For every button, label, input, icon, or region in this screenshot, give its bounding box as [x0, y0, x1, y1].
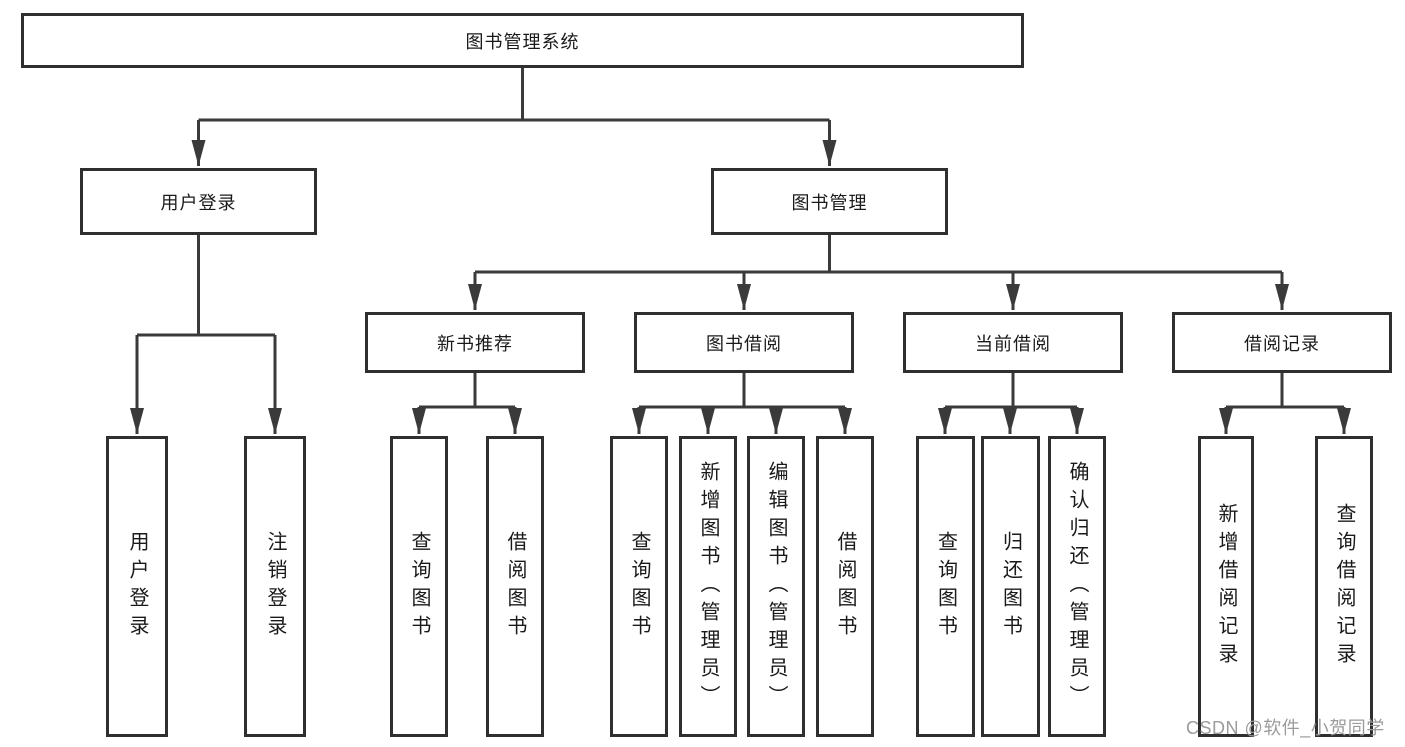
leaf-current-return-books: 归还图书: [981, 436, 1040, 737]
node-book-management: 图书管理: [711, 168, 948, 235]
node-root: 图书管理系统: [21, 13, 1024, 68]
leaf-newbooks-query-books: 查询图书: [390, 436, 448, 737]
leaf-label: 确认归还（管理员）: [1066, 460, 1088, 713]
node-new-book-recommend: 新书推荐: [365, 312, 585, 373]
leaf-borrow-edit-books-admin: 编辑图书（管理员）: [747, 436, 805, 737]
leaf-label: 查询借阅记录: [1333, 502, 1355, 671]
csdn-watermark: CSDN @软件_小贺同学: [1186, 718, 1385, 738]
leaf-label: 用户登录: [126, 530, 148, 643]
leaf-current-confirm-return-admin: 确认归还（管理员）: [1048, 436, 1106, 737]
leaf-label: 注销登录: [264, 530, 286, 643]
leaf-label: 新增借阅记录: [1215, 502, 1237, 671]
leaf-borrow-add-books-admin: 新增图书（管理员）: [679, 436, 737, 737]
leaf-records-query-record: 查询借阅记录: [1315, 436, 1373, 737]
leaf-label: 新增图书（管理员）: [697, 460, 719, 713]
leaf-current-query-books: 查询图书: [916, 436, 975, 737]
leaf-logout: 注销登录: [244, 436, 306, 737]
leaf-label: 查询图书: [934, 530, 957, 643]
leaf-label: 编辑图书（管理员）: [765, 460, 787, 713]
node-user-login: 用户登录: [80, 168, 317, 235]
node-book-borrow: 图书借阅: [634, 312, 854, 373]
node-borrow-records: 借阅记录: [1172, 312, 1392, 373]
leaf-label: 归还图书: [999, 530, 1022, 643]
leaf-borrow-borrow-books: 借阅图书: [816, 436, 874, 737]
leaf-label: 查询图书: [628, 530, 650, 643]
leaf-records-add-record: 新增借阅记录: [1198, 436, 1254, 737]
leaf-newbooks-borrow-books: 借阅图书: [486, 436, 544, 737]
leaf-label: 查询图书: [408, 530, 430, 643]
leaf-borrow-query-books: 查询图书: [610, 436, 668, 737]
leaf-label: 借阅图书: [834, 530, 856, 643]
leaf-label: 借阅图书: [504, 530, 526, 643]
node-current-borrow: 当前借阅: [903, 312, 1123, 373]
leaf-user-login: 用户登录: [106, 436, 168, 737]
